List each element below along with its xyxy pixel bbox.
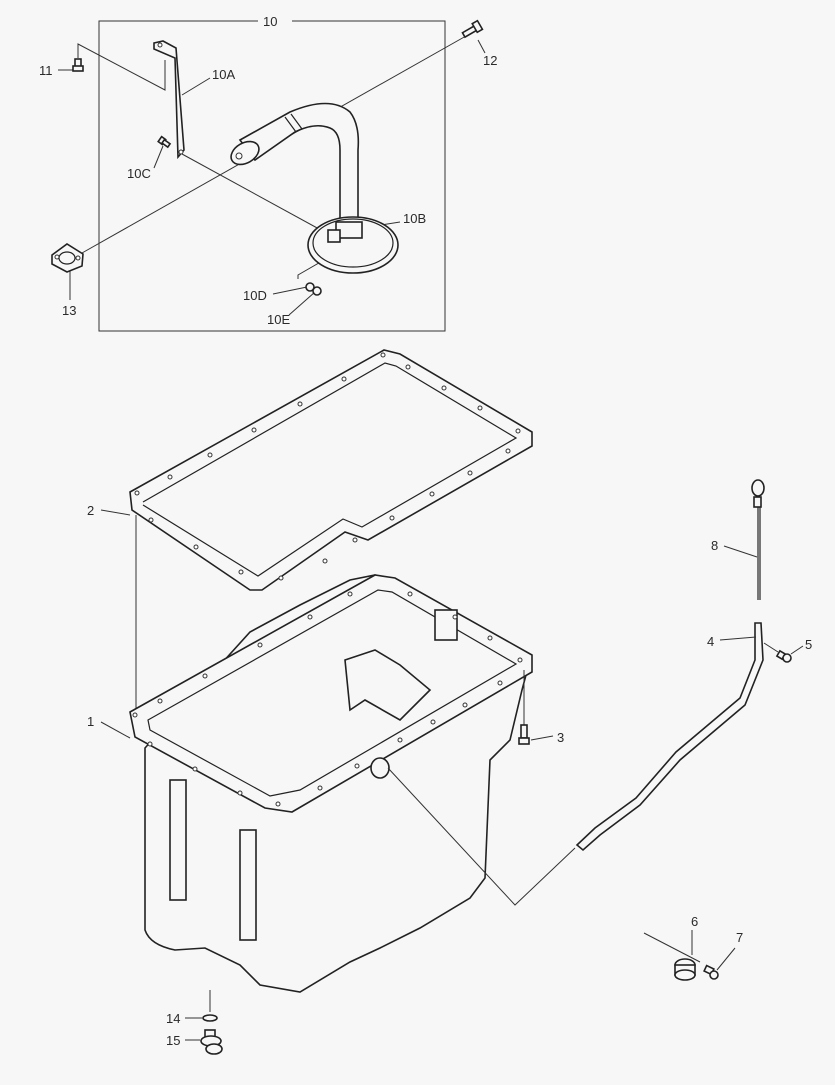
seal-6-bolt-7-drawing bbox=[643, 930, 736, 981]
callout-11: 11 bbox=[39, 63, 53, 78]
drain-plug-drawing bbox=[185, 990, 223, 1055]
callout-4: 4 bbox=[707, 634, 715, 649]
nuts-10d-10e-drawing bbox=[305, 282, 322, 296]
leader-lines bbox=[58, 35, 486, 316]
callout-3: 3 bbox=[557, 730, 565, 745]
bolt-12-drawing bbox=[461, 19, 484, 39]
callout-6: 6 bbox=[691, 914, 699, 929]
callout-1: 1 bbox=[87, 714, 95, 729]
oil-pan-1-drawing bbox=[129, 574, 533, 993]
callout-10: 10 bbox=[263, 14, 278, 29]
gasket-13-drawing bbox=[51, 243, 84, 273]
pickup-tube-10-drawing bbox=[230, 102, 399, 274]
callout-12: 12 bbox=[483, 53, 498, 68]
pickup-connector-leaders bbox=[387, 767, 576, 906]
callout-13: 13 bbox=[62, 303, 77, 318]
gasket-alignment-lines bbox=[100, 509, 137, 739]
callout-15: 15 bbox=[166, 1033, 181, 1048]
bolt-11-drawing bbox=[72, 58, 84, 72]
callout-7: 7 bbox=[736, 930, 744, 945]
callout-10a: 10A bbox=[212, 67, 236, 82]
callout-10e: 10E bbox=[267, 312, 291, 327]
bolt-10c-drawing bbox=[157, 135, 172, 149]
callout-5: 5 bbox=[805, 637, 813, 652]
callout-10c: 10C bbox=[127, 166, 151, 181]
callout-10b: 10B bbox=[403, 211, 427, 226]
oil-pan-gasket-2-drawing bbox=[129, 349, 533, 591]
callout-10d: 10D bbox=[243, 288, 267, 303]
callout-8: 8 bbox=[711, 538, 719, 553]
bracket-10a-drawing bbox=[153, 40, 185, 160]
assembly-box-10 bbox=[98, 20, 446, 332]
callout-14: 14 bbox=[166, 1011, 181, 1026]
dipstick-assembly-drawing bbox=[575, 479, 804, 852]
bolt-3-drawing bbox=[518, 670, 554, 745]
callout-2: 2 bbox=[87, 503, 95, 518]
